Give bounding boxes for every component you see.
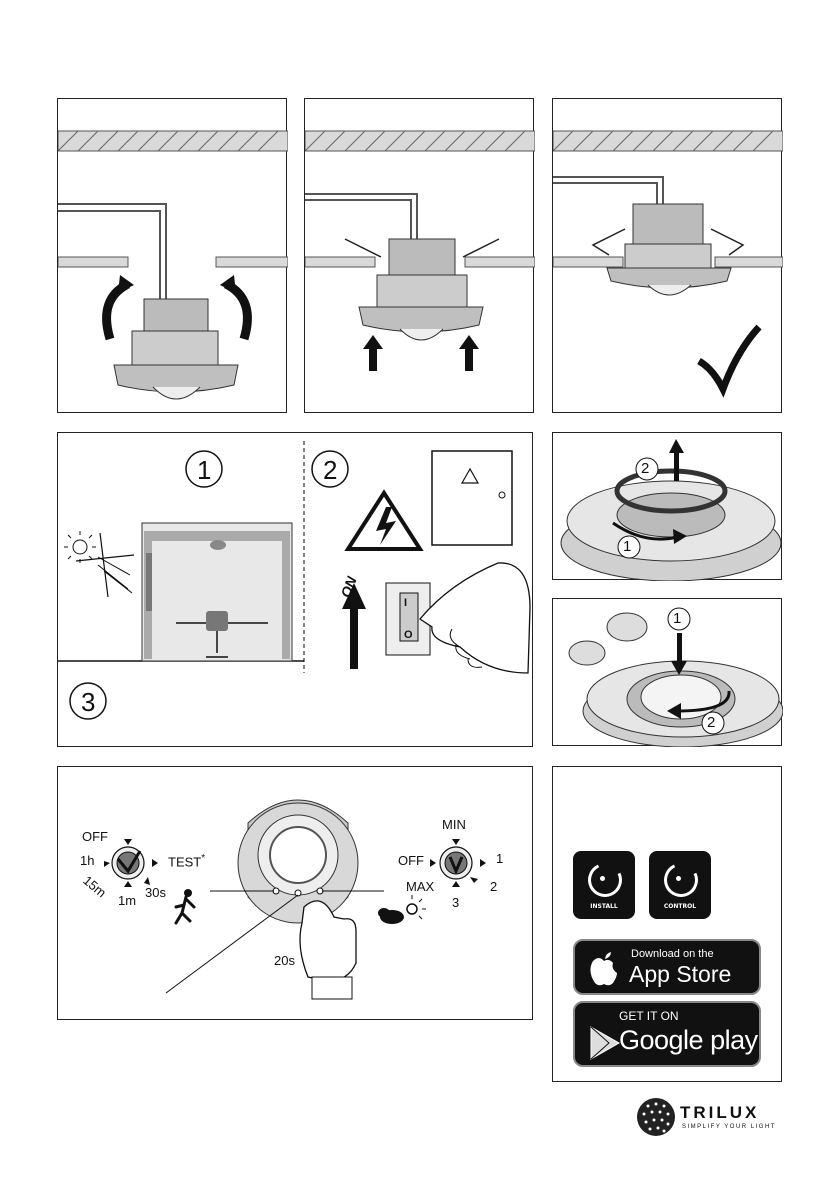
google-play-button[interactable]: GET IT ON Google play [573, 1001, 761, 1067]
mounting-panel-1 [57, 98, 287, 413]
install-app-icon [583, 858, 627, 902]
switch-on-symbol: I [404, 597, 407, 609]
mounting-panel-2 [304, 98, 534, 413]
time-dial-30s: 30s [145, 885, 166, 900]
cap-step-1-label: 1 [673, 610, 681, 627]
mounting-illustration-3 [553, 99, 783, 414]
settings-panel: OFF 1h 15m 1m 30s TEST* MIN OFF 1 MAX 2 … [57, 766, 533, 1020]
control-app-icon [659, 858, 703, 902]
mounting-illustration-2 [305, 99, 535, 414]
lens-step-1-label: 1 [623, 538, 631, 555]
apple-icon [589, 951, 619, 987]
google-play-icon [589, 1025, 623, 1061]
preparation-illustration [58, 433, 534, 748]
control-app-badge[interactable]: CONTROL [649, 851, 711, 919]
app-store-big-text: App Store [629, 961, 731, 988]
press-time-label: 20s [274, 953, 295, 968]
lens-cap-panel: 1 2 [552, 598, 782, 746]
mounting-panel-3 [552, 98, 782, 413]
lux-dial-max: MAX [406, 879, 434, 894]
app-store-button[interactable]: Download on the App Store [573, 939, 761, 995]
lens-rotate-illustration [553, 433, 783, 581]
preparation-panel: 1 2 3 ON I O [57, 432, 533, 747]
install-app-badge[interactable]: INSTALL [573, 851, 635, 919]
lens-rotate-panel: 2 1 [552, 432, 782, 580]
app-store-small-text: Download on the [631, 948, 714, 960]
time-dial-1m: 1m [118, 893, 136, 908]
time-dial-test: TEST* [168, 853, 205, 869]
lux-dial-1: 1 [496, 851, 503, 866]
lux-dial-3: 3 [452, 895, 459, 910]
trilux-logo-icon [636, 1096, 676, 1138]
brand-tagline: SIMPLIFY YOUR LIGHT [682, 1124, 776, 1130]
step-1-number: 1 [197, 455, 211, 486]
google-play-small-text: GET IT ON [619, 1009, 679, 1023]
switch-off-symbol: O [404, 629, 413, 641]
lens-cap-illustration [553, 599, 783, 747]
lux-dial-off: OFF [398, 853, 424, 868]
lux-dial-2: 2 [490, 879, 497, 894]
time-dial-1h: 1h [80, 853, 94, 868]
control-app-label: CONTROL [649, 903, 711, 910]
step-2-number: 2 [323, 455, 337, 486]
install-app-label: INSTALL [573, 903, 635, 910]
lens-step-2-label: 2 [641, 460, 649, 477]
brand-name: TRILUX [680, 1103, 759, 1123]
time-dial-off: OFF [82, 829, 108, 844]
google-play-big-text: Google play [619, 1025, 758, 1056]
apps-panel: INSTALL CONTROL Download on the App Stor… [552, 766, 782, 1082]
step-3-number: 3 [81, 687, 95, 718]
lux-dial-min: MIN [442, 817, 466, 832]
cap-step-2-label: 2 [707, 714, 715, 731]
mounting-illustration-1 [58, 99, 288, 414]
